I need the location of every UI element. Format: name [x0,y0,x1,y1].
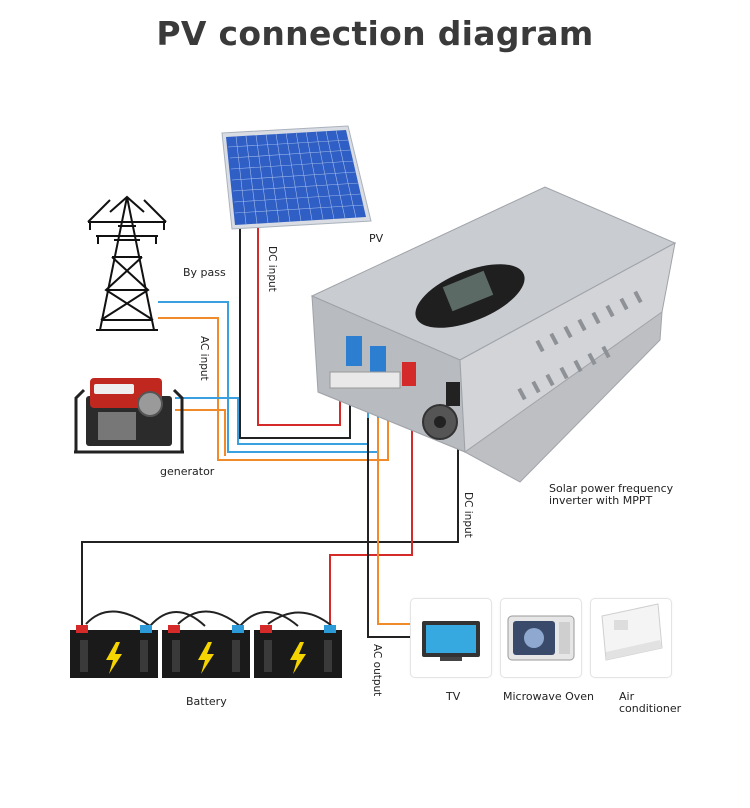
ac-output-black-wire [367,418,410,638]
pv-positive-wire [257,228,341,426]
bypass-orange-wire [158,317,389,461]
battery-icon [70,625,342,678]
battery-label: Battery [186,695,227,708]
generator-label: generator [160,465,215,478]
tv-icon [422,621,480,661]
battery-positive-wire [329,392,413,628]
microwave-label: Microwave Oven [503,690,595,703]
page-title: PV connection diagram [156,14,594,53]
generator-orange-wire [175,409,226,456]
battery-negative-wire [81,410,459,628]
air-conditioner-icon [601,603,663,661]
solar-panel-icon [221,125,372,230]
dc-input-top-label: DC input [266,246,278,292]
battery-link-2 [149,611,206,627]
tv-label: TV [446,690,461,703]
wires [81,228,459,638]
generator-icon [74,378,184,454]
inverter-label-line2: inverter with MPPT [549,494,653,507]
bypass-label: By pass [183,266,226,279]
ac-output-orange-wire [377,418,410,625]
ac-output-label: AC output [371,644,383,697]
air-conditioner-label-line1: Air [619,690,635,703]
power-tower-icon [87,195,167,331]
pv-negative-wire [239,228,351,439]
battery-link-1 [85,610,151,627]
inverter-icon [310,186,677,483]
battery-link-4 [239,611,299,627]
inverter-label-line1: Solar power frequency [549,482,674,495]
battery-link-5 [267,611,333,627]
ac-input-label: AC input [198,336,210,381]
pv-label: PV [369,232,384,245]
dc-input-right-label: DC input [462,492,474,538]
air-conditioner-label-line2: conditioner [619,702,682,715]
battery-link-3 [177,610,241,627]
microwave-icon [507,615,575,661]
